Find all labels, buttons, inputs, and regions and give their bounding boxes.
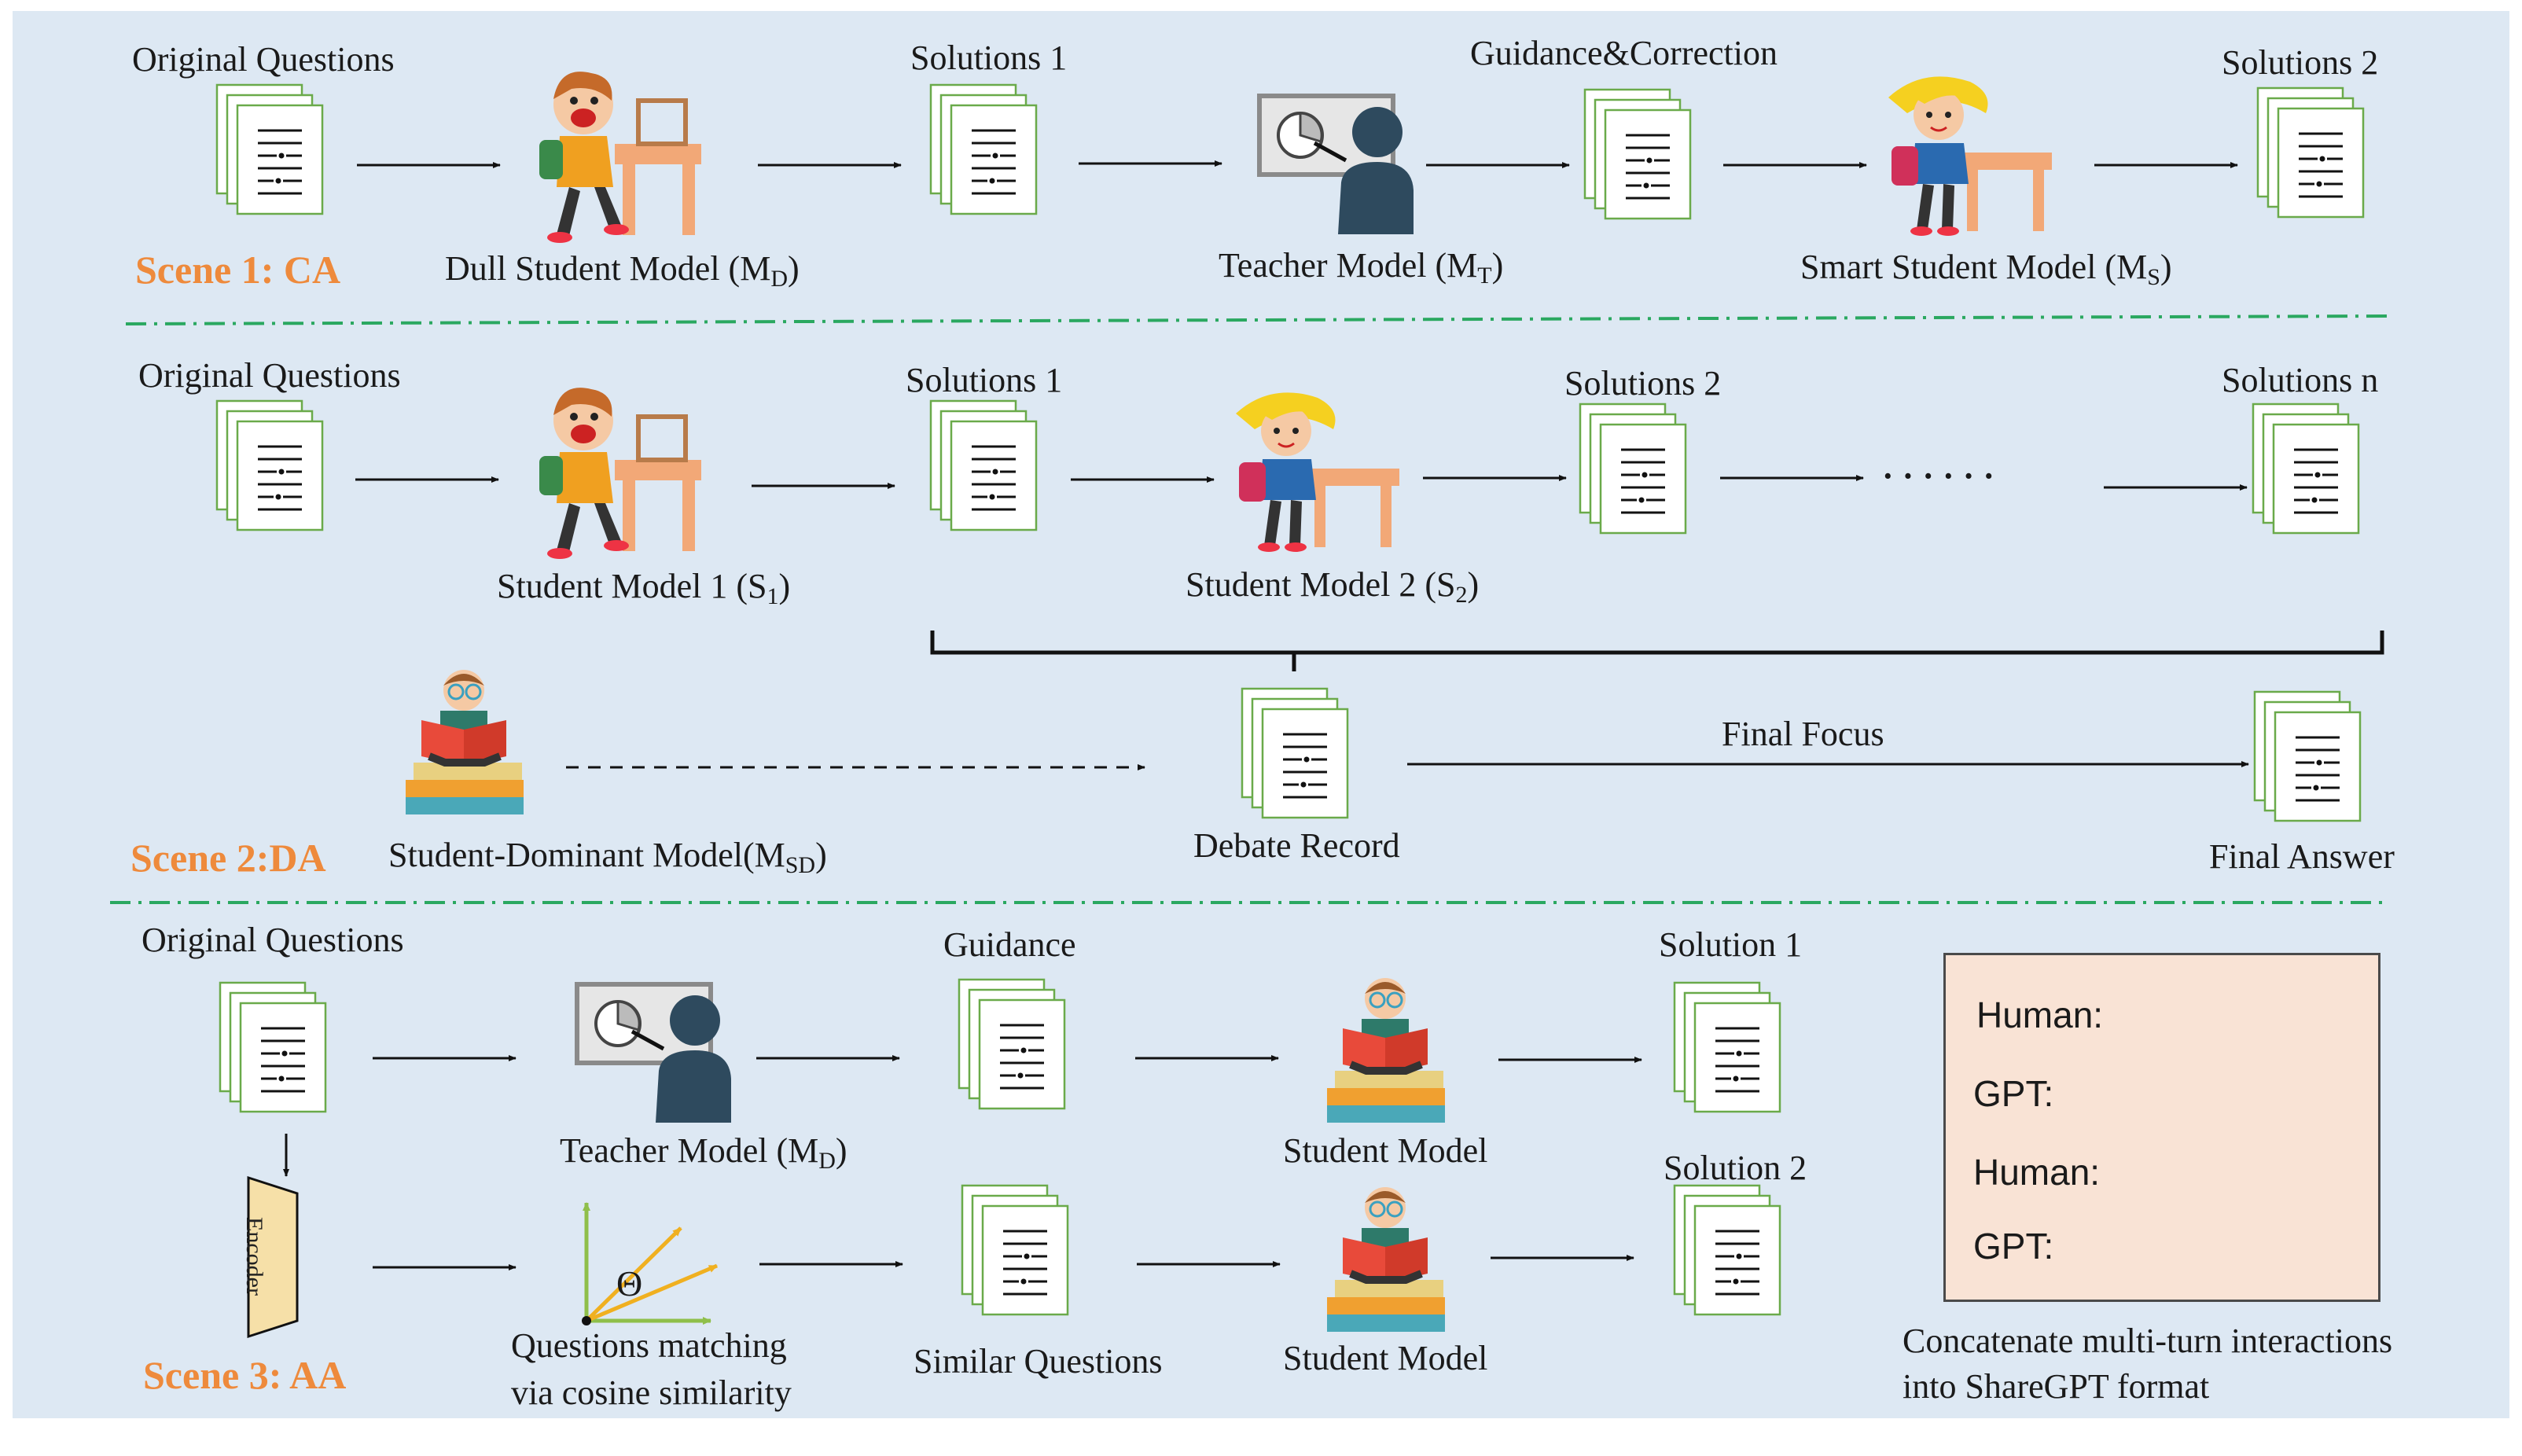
debate-bracket xyxy=(930,631,2384,671)
solution1-label: Solution 1 xyxy=(1659,925,1803,964)
document-stack-icon xyxy=(929,83,1038,215)
sharegpt-human-label: Human: xyxy=(1973,1152,2101,1193)
encoder-label: Encoder xyxy=(241,1217,267,1296)
original-questions-label: Original Questions xyxy=(142,921,404,959)
document-stack-icon xyxy=(1673,981,1781,1113)
document-stack-icon xyxy=(215,399,324,531)
debate-record-label: Debate Record xyxy=(1193,826,1400,865)
solutions2-label: Solutions 2 xyxy=(2222,43,2379,82)
sharegpt-human-label: Human: xyxy=(1976,995,2104,1035)
dull-student-label: Dull Student Model (MD) xyxy=(445,249,800,292)
document-stack-icon xyxy=(219,981,327,1113)
sharegpt-box xyxy=(1943,953,2380,1302)
document-stack-icon xyxy=(1673,1184,1781,1316)
document-stack-icon xyxy=(958,978,1066,1110)
concatenate-line2: into ShareGPT format xyxy=(1903,1367,2210,1406)
teacher-label: Teacher Model (MT) xyxy=(1219,246,1504,289)
solutions2-label: Solutions 2 xyxy=(1564,364,1722,403)
final-focus-label: Final Focus xyxy=(1722,715,1884,753)
ellipsis: · · · · · · xyxy=(1882,457,1995,495)
guidance-correction-label: Guidance&Correction xyxy=(1470,34,1778,72)
theta-label: Θ xyxy=(616,1263,643,1303)
concatenate-line1: Concatenate multi-turn interactions xyxy=(1903,1322,2393,1360)
scene2-title: Scene 2:DA xyxy=(131,836,326,880)
student-dominant-label: Student-Dominant Model(MSD) xyxy=(388,836,827,878)
teacher-label: Teacher Model (MD) xyxy=(560,1131,847,1174)
document-stack-icon xyxy=(961,1184,1069,1316)
final-answer-label: Final Answer xyxy=(2209,837,2395,876)
scene-separator xyxy=(125,314,2388,325)
solution2-label: Solution 2 xyxy=(1664,1149,1807,1187)
similar-questions-label: Similar Questions xyxy=(914,1342,1163,1381)
questions-matching-line1: Questions matching xyxy=(511,1326,787,1365)
smart-student-label: Smart Student Model (MS) xyxy=(1800,248,2172,290)
sharegpt-gpt-label: GPT: xyxy=(1973,1073,2054,1114)
solutions1-label: Solutions 1 xyxy=(910,39,1068,77)
scene3-title: Scene 3: AA xyxy=(143,1353,347,1397)
guidance-label: Guidance xyxy=(943,925,1076,964)
teacher-icon xyxy=(1259,96,1414,234)
original-questions-label: Original Questions xyxy=(132,40,395,79)
encoder-block xyxy=(247,1175,299,1339)
student-model-label: Student Model xyxy=(1283,1339,1488,1377)
document-stack-icon xyxy=(1579,403,1687,535)
cosine-similarity-icon xyxy=(582,1202,718,1325)
questions-matching-line2: via cosine similarity xyxy=(511,1373,792,1412)
flow-arrows xyxy=(357,160,2238,168)
student-dominant-icon xyxy=(406,670,524,814)
document-stack-icon xyxy=(1241,687,1349,819)
student-model-icon xyxy=(1327,978,1445,1123)
teacher-icon xyxy=(577,984,731,1123)
student2-label: Student Model 2 (S2) xyxy=(1186,565,1480,608)
scene1-title: Scene 1: CA xyxy=(135,248,341,292)
student1-icon xyxy=(539,388,701,559)
student-model-icon xyxy=(1327,1187,1445,1332)
flow-arrows xyxy=(355,475,2248,491)
student-model-label: Student Model xyxy=(1283,1131,1488,1170)
document-stack-icon xyxy=(2253,690,2362,822)
student2-icon xyxy=(1234,391,1401,553)
document-stack-icon xyxy=(929,399,1038,531)
solutions1-label: Solutions 1 xyxy=(906,361,1063,399)
document-stack-icon xyxy=(1583,88,1692,220)
original-questions-label: Original Questions xyxy=(138,356,401,395)
document-stack-icon xyxy=(215,83,324,215)
document-stack-icon xyxy=(2256,86,2365,219)
student1-label: Student Model 1 (S1) xyxy=(497,567,791,609)
document-stack-icon xyxy=(2252,403,2360,535)
sharegpt-gpt-label: GPT: xyxy=(1973,1226,2054,1267)
solutionsn-label: Solutions n xyxy=(2222,361,2379,399)
smart-student-icon xyxy=(1887,75,2053,237)
flow-arrows xyxy=(283,1055,1642,1270)
dull-student-icon xyxy=(539,72,701,243)
